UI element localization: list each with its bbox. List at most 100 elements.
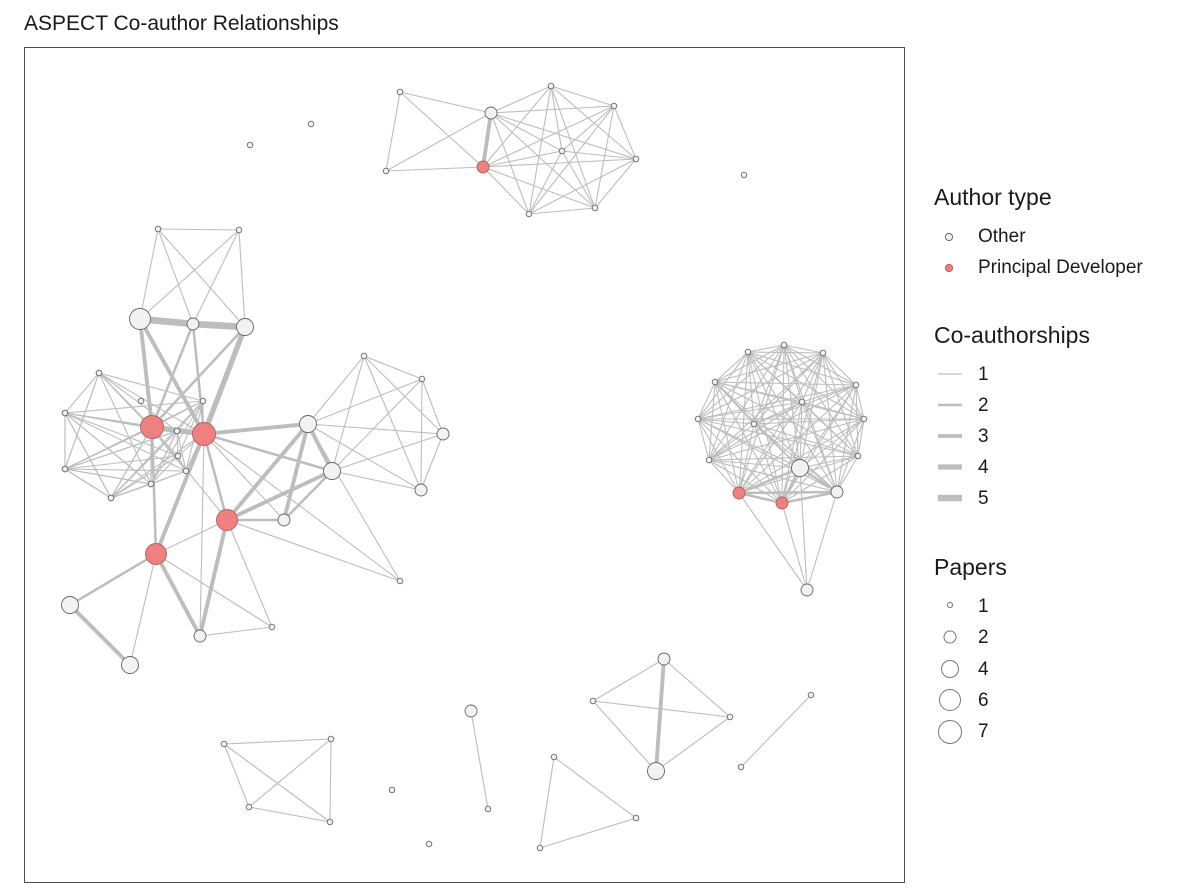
coauthor-edge <box>714 381 838 493</box>
author-node <box>245 803 253 811</box>
principal-developer-node <box>732 486 746 500</box>
coauthor-edge <box>331 355 365 472</box>
principal-developer-node <box>145 543 167 565</box>
author-node <box>536 844 544 852</box>
coauthor-edge <box>64 468 187 472</box>
coauthor-edge <box>594 158 637 209</box>
author-node <box>464 704 478 718</box>
coauthor-edge <box>714 381 740 494</box>
coauthor-edge <box>799 467 808 591</box>
coauthor-edge <box>470 710 489 810</box>
coauthor-edge <box>708 423 755 461</box>
coauthor-edge <box>592 658 665 702</box>
coauthor-edge <box>155 519 228 555</box>
author-node <box>705 456 713 464</box>
coauthor-edge <box>202 432 334 473</box>
coauthor-edge <box>490 112 563 152</box>
coauthor-edge <box>740 694 812 768</box>
coauthor-edge <box>482 158 637 168</box>
coauthor-edge <box>780 490 839 505</box>
author-node <box>396 88 404 96</box>
coauthor-edge <box>154 552 202 638</box>
author-node <box>780 341 788 349</box>
coauthor-edge <box>708 459 740 494</box>
author-node <box>182 467 190 475</box>
legend-papers-label-1: 1 <box>978 596 989 617</box>
legend-paper-size-6 <box>939 689 961 711</box>
coauthor-edge <box>150 325 247 429</box>
legend-principal-node-icon <box>944 263 954 273</box>
coauthor-edge <box>738 492 808 591</box>
coauthor-edge <box>482 150 563 168</box>
coauthor-edge <box>399 91 492 114</box>
coauthor-edge <box>150 425 158 556</box>
author-node <box>558 147 566 155</box>
coauthor-edge <box>822 352 838 493</box>
coauthor-edge <box>528 207 596 215</box>
author-node <box>414 483 428 497</box>
coauthor-edge <box>822 352 859 457</box>
coauthor-edge <box>697 381 716 420</box>
coauthor-edge <box>747 351 865 420</box>
coauthor-edge <box>737 491 784 505</box>
coauthor-edge <box>68 603 132 667</box>
coauthor-edge <box>64 372 100 470</box>
author-node <box>95 369 103 377</box>
coauthor-edge <box>203 433 401 582</box>
coauthor-edge <box>561 150 596 209</box>
coauthor-edge <box>857 418 865 457</box>
coauthor-edge <box>855 384 865 420</box>
author-node <box>220 740 228 748</box>
coauthor-edge <box>697 351 749 420</box>
coauthor-edge <box>592 700 731 718</box>
coauthor-edge <box>801 401 865 420</box>
coauthor-edge <box>753 423 801 469</box>
coauthor-edge <box>738 423 755 494</box>
coauthor-edge <box>177 400 204 457</box>
legend-coauthorship-label-4: 4 <box>978 457 989 478</box>
coauthor-edge <box>64 412 112 499</box>
coauthor-edge <box>753 401 803 425</box>
coauthor-edge <box>714 351 749 383</box>
coauthor-edge <box>836 455 859 493</box>
author-node <box>740 171 748 179</box>
coauthor-edge <box>110 483 152 499</box>
coauthor-edge <box>191 322 206 436</box>
coauthor-edge <box>482 166 530 215</box>
coauthor-edge <box>282 469 334 522</box>
author-node <box>173 427 181 435</box>
coauthor-edge <box>68 552 158 607</box>
coauthor-edge <box>714 344 785 383</box>
author-node <box>174 452 182 460</box>
legend-papers-label-7: 7 <box>978 721 989 742</box>
coauthor-edge <box>822 352 857 386</box>
coauthor-edge <box>154 432 206 556</box>
coauthor-edge <box>421 378 444 435</box>
author-node <box>860 415 868 423</box>
coauthor-edge <box>781 344 785 504</box>
author-node <box>388 786 396 794</box>
coauthor-edge <box>98 372 153 428</box>
author-node <box>107 494 115 502</box>
coauthor-edge <box>307 423 444 435</box>
coauthor-edge <box>64 426 153 470</box>
chart-title: ASPECT Co-author Relationships <box>24 12 339 35</box>
coauthor-edge <box>714 352 824 383</box>
coauthor-edge <box>110 433 204 499</box>
coauthor-edge <box>550 85 615 107</box>
author-node <box>382 167 390 175</box>
author-node <box>484 106 498 120</box>
author-node <box>307 120 315 128</box>
coauthor-edge <box>155 553 273 628</box>
coauthor-edge <box>202 432 229 522</box>
coauthor-edge <box>697 418 838 493</box>
coauthor-edge <box>307 378 423 425</box>
author-node <box>193 629 207 643</box>
coauthor-edge <box>64 455 179 470</box>
coauthor-edge <box>738 401 803 494</box>
author-node <box>186 317 200 331</box>
legend-coauthorship-label-5: 5 <box>978 488 989 509</box>
coauthor-edge <box>150 455 179 485</box>
coauthor-edge <box>697 344 785 420</box>
coauthor-edge <box>223 743 250 808</box>
